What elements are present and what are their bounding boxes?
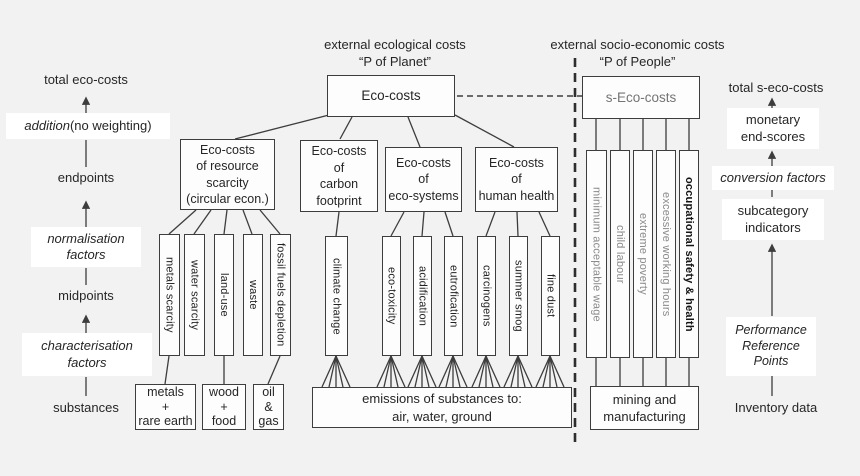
bar-metals-scarcity: metals scarcity — [159, 234, 180, 356]
p-of-people-caption: “P of People” — [599, 54, 676, 69]
addition-label-rest: (no weighting) — [69, 117, 152, 133]
bar-eco-toxicity: eco-toxicity — [382, 236, 401, 356]
bar-minimum-acceptable-wage: minimum acceptable wage — [586, 150, 607, 358]
subcategory-indicators-label: subcategory indicators — [722, 199, 824, 240]
carbon-footprint-box: Eco-costs of carbon footprint — [300, 140, 378, 212]
wood-food-box: wood + food — [202, 384, 246, 430]
ecological-costs-header: external ecological costs — [324, 37, 466, 52]
substances-label: substances — [53, 400, 119, 415]
emissions-box: emissions of substances to: air, water, … — [312, 387, 572, 428]
midpoints-label: midpoints — [58, 288, 114, 303]
p-of-planet-caption: “P of Planet” — [358, 54, 432, 69]
bar-fossil-fuels-depletion: fossil fuels depletion — [270, 234, 291, 356]
bar-excessive-working-hours: excessive working hours — [656, 150, 676, 358]
total-eco-costs-label: total eco-costs — [44, 72, 128, 87]
eco-systems-box: Eco-costs of eco-systems — [385, 147, 462, 212]
conversion-factors-label: conversion factors — [712, 166, 834, 190]
inventory-data-label: Inventory data — [734, 400, 818, 415]
normalisation-factors-label: normalisation factors — [31, 227, 141, 267]
endpoints-label: endpoints — [57, 170, 115, 185]
mining-manufacturing-box: mining and manufacturing — [590, 386, 699, 430]
addition-label: addition (no weighting) — [6, 113, 170, 139]
bar-occupational-safety-health: occupational safety & health — [679, 150, 699, 358]
bar-summer-smog: summer smog — [509, 236, 528, 356]
bar-acidification: acidification — [413, 236, 432, 356]
bar-carcinogens: carcinogens — [477, 236, 496, 356]
bar-child-labour: child labour — [610, 150, 630, 358]
performance-reference-points-label: Performance Reference Points — [726, 317, 816, 376]
characterisation-factors-label: characterisation factors — [22, 333, 152, 376]
oil-gas-box: oil & gas — [253, 384, 284, 430]
metals-rare-earth-box: metals + rare earth — [135, 384, 196, 430]
s-eco-costs-box: s-Eco-costs — [582, 76, 700, 119]
bar-water-scarcity: water scarcity — [184, 234, 205, 356]
human-health-box: Eco-costs of human health — [475, 147, 558, 212]
monetary-end-scores-label: monetary end-scores — [727, 108, 819, 149]
total-s-eco-costs-label: total s-eco-costs — [728, 80, 824, 95]
eco-costs-box: Eco-costs — [327, 75, 455, 117]
bar-fine-dust: fine dust — [541, 236, 560, 356]
bar-climate-change: climate change — [325, 236, 348, 356]
socio-economic-costs-header: external socio-economic costs — [550, 37, 725, 52]
bar-land-use: land-use — [214, 234, 234, 356]
resource-scarcity-box: Eco-costs of resource scarcity (circular… — [180, 139, 275, 210]
bar-waste: waste — [243, 234, 263, 356]
bar-eutrofication: eutrofication — [444, 236, 463, 356]
addition-label-em: addition — [24, 117, 70, 133]
bar-extreme-poverty: extreme poverty — [633, 150, 653, 358]
